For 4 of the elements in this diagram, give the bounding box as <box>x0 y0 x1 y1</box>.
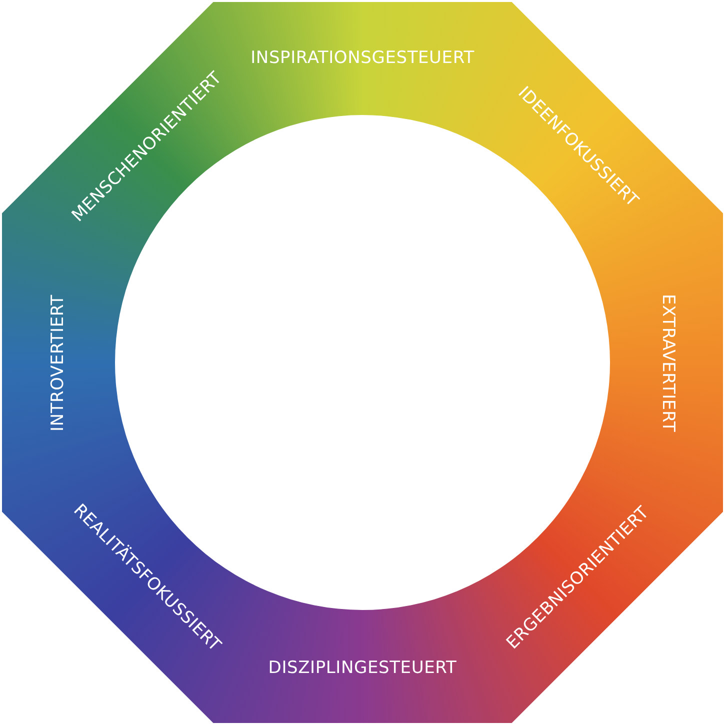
ring-label: INTROVERTIERT <box>48 294 68 431</box>
ring-label: INSPIRATIONSGESTEUERT <box>250 48 474 68</box>
ring-label: DISZIPLINGESTEUERT <box>268 658 457 678</box>
ring-label: EXTRAVERTIERT <box>658 293 678 432</box>
